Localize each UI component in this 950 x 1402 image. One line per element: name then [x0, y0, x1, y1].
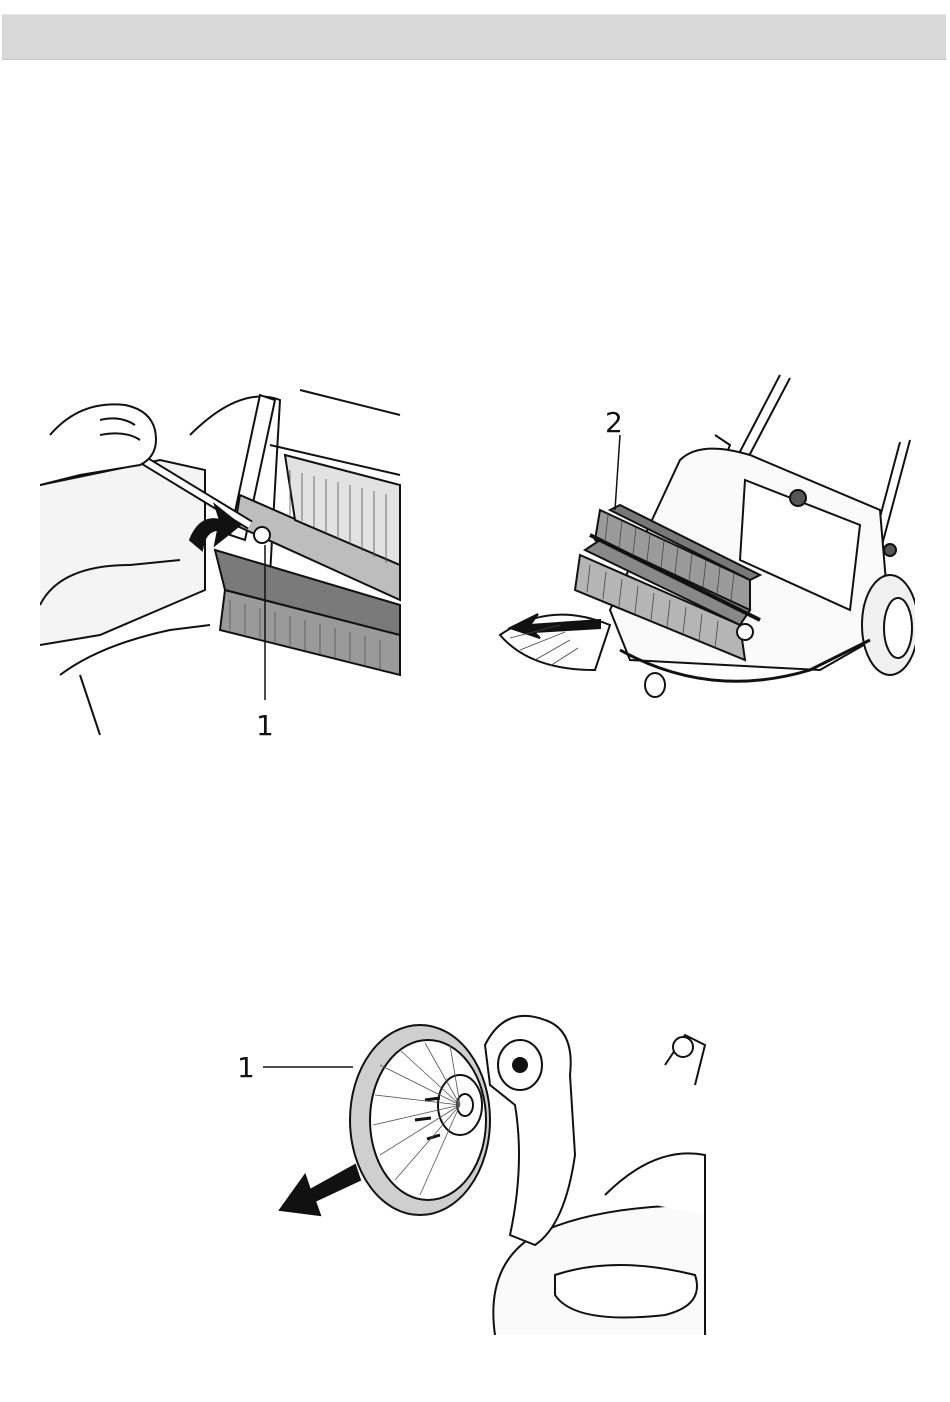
figure-main-brush: 2 — [490, 370, 915, 715]
callout-1-left: 1 — [256, 709, 274, 740]
callout-1-bottom: 1 — [237, 1051, 255, 1084]
brush-removal-illustration: 1 — [40, 375, 420, 740]
main-brush-illustration: 2 — [490, 370, 915, 715]
side-brush-illustration: 1 — [235, 1005, 715, 1335]
header-bar — [2, 14, 946, 60]
figure-side-brush: 1 — [235, 1005, 715, 1335]
figure-brush-removal: 1 — [40, 375, 420, 740]
callout-2: 2 — [605, 406, 623, 439]
